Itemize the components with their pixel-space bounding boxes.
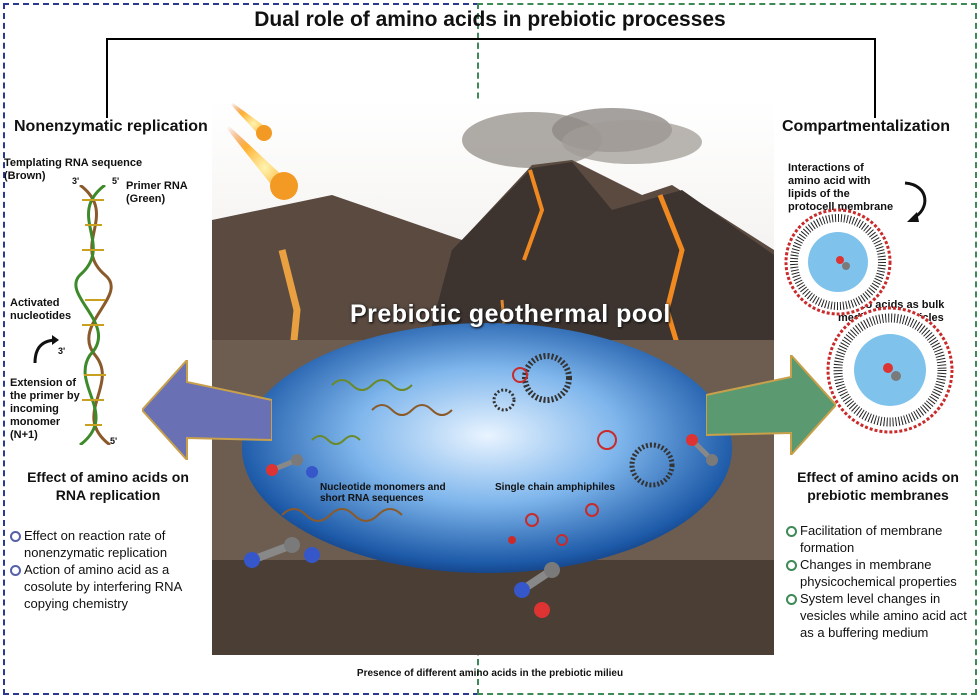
meteor-trail [226,100,267,136]
ground-foreground [212,560,774,655]
amphiphile [525,513,539,527]
vesicle [522,353,572,403]
three-prime-bottom: 3' [58,346,66,356]
right-heading: Compartmentalization [782,118,951,135]
right-bullet: Changes in membrane physicochemical prop… [786,556,976,590]
pool-title: Prebiotic geothermal pool [350,300,671,328]
smoke-cloud [562,120,702,164]
meteor [270,172,298,200]
rna-strand [331,379,413,391]
lipid-bilayer [790,214,886,310]
rna-strand [311,435,361,445]
activated-label: Activated nucleotides [10,297,72,322]
amphiphile [556,534,568,546]
geothermal-pool-illustration [212,100,774,655]
vesicle [512,367,528,383]
bullet-icon [10,565,21,576]
primer-strand [74,185,106,445]
protocell-vesicles [784,208,954,434]
amino-acid-molecule [244,537,320,568]
templating-label: Templating RNA sequence (Brown) [4,157,143,182]
right-arrow [706,355,836,455]
amino-acid-molecule [836,256,850,270]
vesicle [597,430,617,450]
nucleotide-label: Nucleotide monomers and short RNA sequen… [320,482,446,504]
right-effect-heading: Effect of amino acids on prebiotic membr… [797,469,959,503]
five-prime-bottom: 5' [110,436,118,446]
curved-arrow-icon [904,181,927,222]
amphiphile [585,503,599,517]
three-prime-top: 3' [72,176,80,186]
interactions-label: Interactions of amino acid with lipids o… [788,162,894,213]
lava-flow [657,194,685,361]
left-bullet: Effect on reaction rate of nonenzymatic … [10,527,210,561]
footer-caption: Presence of different amino acids in the… [356,668,624,679]
left-heading: Nonenzymatic replication [14,118,208,135]
bullet-icon [786,560,797,571]
five-prime-top: 5' [112,176,120,186]
right-bullet: System level changes in vesicles while a… [786,590,976,641]
right-bullet: Facilitation of membrane formation [786,522,976,556]
rna-double-helix [74,185,113,445]
lipid-bilayer [833,313,947,427]
amino-acid-molecule [266,454,318,478]
left-arrow [142,360,272,460]
figure-title: Dual role of amino acids in prebiotic pr… [254,8,726,31]
amino-acid-molecule [883,363,901,381]
lava-flow [522,169,545,261]
rna-strand [281,508,403,522]
template-strand [79,185,113,445]
left-bullet: Action of amino acid as a cosolute by in… [10,561,210,612]
primer-label: Primer RNA (Green) [126,180,188,205]
left-effect-heading: Effect of amino acids on RNA replication [27,469,189,503]
bullet-icon [786,594,797,605]
right-bullets: Facilitation of membrane formation Chang… [786,522,976,641]
amphiphile-label: Single chain amphiphiles [495,482,616,493]
geothermal-pool [242,323,732,573]
vesicle [492,388,516,412]
curved-arrow-icon [33,335,59,364]
amino-acid-molecule [514,562,560,618]
bullet-icon [10,531,21,542]
extension-label: Extension of the primer by incoming mono… [10,377,80,441]
title-bracket [106,38,876,118]
bullet-icon [786,526,797,537]
amino-acid-molecule [686,434,718,466]
left-bullets: Effect on reaction rate of nonenzymatic … [10,527,210,612]
amphiphile [508,536,516,544]
meteor [256,125,272,141]
rna-strand [371,404,453,416]
meteor-trail [212,110,287,192]
vesicle [629,442,675,488]
